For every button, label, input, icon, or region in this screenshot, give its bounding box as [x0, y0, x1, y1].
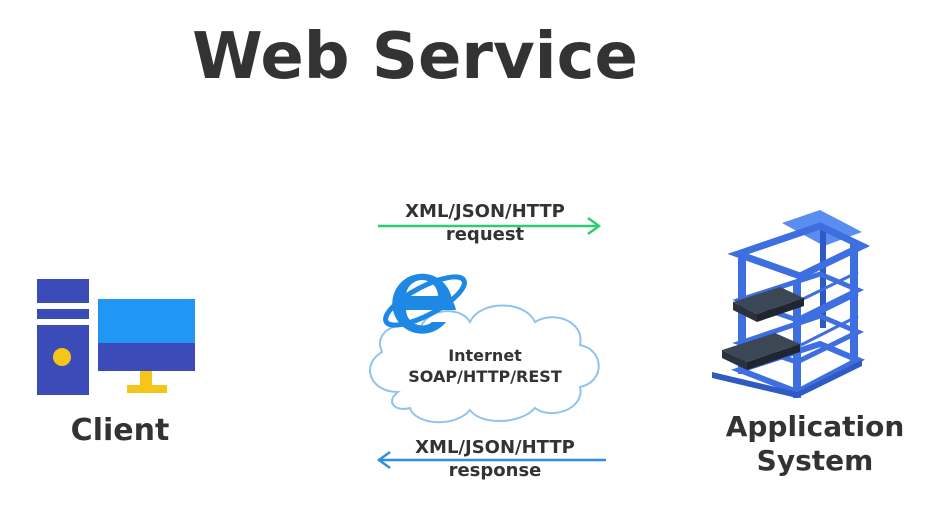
request-text: request: [445, 224, 525, 245]
page-title: Web Service: [192, 20, 638, 94]
response-text: response: [448, 460, 542, 481]
browser-e-icon: [383, 273, 467, 334]
response-protocol-text: XML/JSON/HTTP: [415, 437, 575, 458]
client-computer-icon: [37, 279, 195, 395]
response-arrow: [376, 450, 606, 470]
server-rack-icon: [712, 210, 871, 398]
internet-protocols-text: SOAP/HTTP/REST: [408, 367, 562, 386]
response-label-group: XML/JSON/HTTP response: [380, 436, 610, 482]
request-label-group: XML/JSON/HTTP request: [370, 200, 600, 246]
internet-text: Internet: [448, 346, 522, 365]
request-arrow: [378, 216, 602, 236]
client-label: Client: [70, 413, 170, 448]
internet-label-group: Internet SOAP/HTTP/REST: [385, 345, 585, 387]
application-label-line1: Application: [725, 410, 905, 443]
request-protocol-text: XML/JSON/HTTP: [405, 201, 565, 222]
application-label-line2: System: [756, 444, 874, 477]
application-system-label: Application System: [715, 410, 915, 478]
